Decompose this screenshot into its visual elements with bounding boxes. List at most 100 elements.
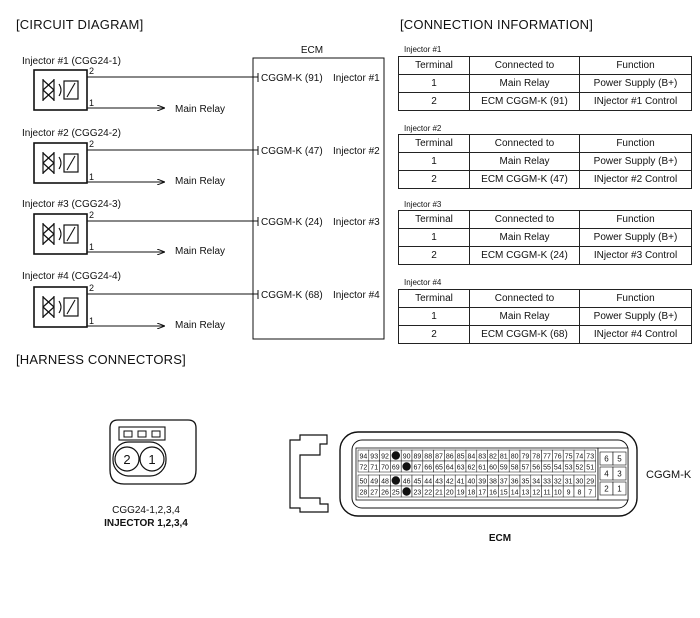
injector-1-ecm-pin: CGGM-K (91): [261, 73, 323, 84]
ecm-pin-label: 84: [468, 454, 476, 461]
ecm-side-pin-label: 3: [617, 470, 622, 479]
circuit-diagram-heading: [CIRCUIT DIAGRAM]: [16, 17, 144, 32]
ecm-pin-label: 25: [392, 490, 400, 497]
ecm-side-pin-label: 5: [617, 455, 622, 464]
ecm-pin-label: 52: [576, 465, 584, 472]
injector-1-label: Injector #1 (CGG24-1): [22, 56, 121, 67]
header-cell: Connected to: [469, 134, 580, 153]
table-header-row: Terminal Connected to Function: [398, 134, 692, 153]
ecm-pin-label: 12: [532, 490, 540, 497]
injector-4-pin-1: 1: [89, 316, 94, 326]
ecm-box: [252, 57, 385, 340]
ecm-pin-label: 78: [532, 454, 540, 461]
injector-2-ecm-pin: CGGM-K (47): [261, 146, 323, 157]
header-cell: Terminal: [398, 210, 470, 229]
table-header-row: Terminal Connected to Function: [398, 289, 692, 308]
connection-table-3: Terminal Connected to Function 1 Main Re…: [398, 210, 692, 265]
table-row: 2 ECM CGGM-K (24) INjector #3 Control: [398, 246, 692, 265]
ecm-pin-blank: [402, 462, 411, 471]
ecm-pin-label: 86: [446, 454, 454, 461]
connection-info-heading: [CONNECTION INFORMATION]: [400, 17, 594, 32]
ecm-pin-label: 62: [468, 465, 476, 472]
ecm-pin-label: 14: [511, 490, 519, 497]
ecm-pin-label: 60: [489, 465, 497, 472]
table-cell: 2: [398, 92, 470, 111]
table-row: 1 Main Relay Power Supply (B+): [398, 74, 692, 93]
header-cell: Function: [579, 289, 692, 308]
ecm-pin-label: 94: [360, 454, 368, 461]
ecm-pin-label: 7: [588, 490, 592, 497]
ecm-pin-label: 20: [446, 490, 454, 497]
header-cell: Connected to: [469, 289, 580, 308]
ecm-pin-label: 82: [489, 454, 497, 461]
injector-1-pin-1: 1: [89, 98, 94, 108]
ecm-pin-label: 41: [457, 479, 465, 486]
ecm-pin-label: 61: [478, 465, 486, 472]
header-cell: Function: [579, 56, 692, 75]
ecm-side-pin-label: 6: [604, 455, 609, 464]
table-row: 1 Main Relay Power Supply (B+): [398, 152, 692, 171]
ecm-connector-side-label: CGGM-K: [646, 469, 692, 481]
ecm-pin-label: 17: [478, 490, 486, 497]
table-4-caption: Injector #4: [404, 278, 442, 287]
ecm-box-label: ECM: [301, 45, 323, 56]
table-cell: Main Relay: [469, 228, 580, 247]
injector-3-main-relay: Main Relay: [175, 246, 225, 257]
ecm-pin-label: 92: [381, 454, 389, 461]
table-header-row: Terminal Connected to Function: [398, 210, 692, 229]
table-cell: 1: [398, 228, 470, 247]
ecm-pin-label: 9: [567, 490, 571, 497]
injector-2-label: Injector #2 (CGG24-2): [22, 128, 121, 139]
table-row: 2 ECM CGGM-K (47) INjector #2 Control: [398, 170, 692, 189]
ecm-pin-label: 73: [586, 454, 594, 461]
ecm-pin-label: 81: [500, 454, 508, 461]
ecm-side-pin-cell: [612, 466, 627, 481]
ecm-pin-label: 79: [522, 454, 530, 461]
table-cell: INjector #3 Control: [579, 246, 692, 265]
ecm-pin-label: 50: [360, 479, 368, 486]
table-cell: Power Supply (B+): [579, 74, 692, 93]
ecm-pin-label: 43: [435, 479, 443, 486]
ecm-pin-label: 11: [543, 490, 550, 497]
injector-4-label: Injector #4 (CGG24-4): [22, 271, 121, 282]
ecm-pin-blank: [402, 487, 411, 496]
injector-3-label: Injector #3 (CGG24-3): [22, 199, 121, 210]
header-cell: Connected to: [469, 56, 580, 75]
ecm-pin-label: 31: [565, 479, 573, 486]
injector-4-ecm-pin: CGGM-K (68): [261, 290, 323, 301]
ecm-pin-label: 29: [586, 479, 594, 486]
ecm-pin-label: 54: [554, 465, 562, 472]
ecm-pin-label: 74: [576, 454, 584, 461]
injector-connector-pin-1: 1: [148, 452, 155, 467]
ecm-pin-label: 27: [370, 490, 378, 497]
injector-3-pin-1: 1: [89, 242, 94, 252]
injector-3-pin-2: 2: [89, 210, 94, 220]
ecm-side-pin-cell: [612, 481, 627, 496]
ecm-pin-label: 58: [511, 465, 519, 472]
ecm-pin-label: 87: [435, 454, 443, 461]
injector-4-pin-2: 2: [89, 283, 94, 293]
table-cell: Main Relay: [469, 307, 580, 326]
header-cell: Terminal: [398, 289, 470, 308]
ecm-pin-label: 69: [392, 465, 400, 472]
table-row: 1 Main Relay Power Supply (B+): [398, 307, 692, 326]
ecm-pin-label: 66: [424, 465, 432, 472]
ecm-pin-label: 64: [446, 465, 454, 472]
ecm-pin-label: 88: [424, 454, 432, 461]
ecm-side-pin-cell: [612, 451, 627, 466]
ecm-pin-label: 13: [522, 490, 530, 497]
table-cell: ECM CGGM-K (68): [469, 325, 580, 344]
table-row: 2 ECM CGGM-K (91) INjector #1 Control: [398, 92, 692, 111]
ecm-pin-label: 40: [468, 479, 476, 486]
ecm-pin-label: 76: [554, 454, 562, 461]
ecm-pin-label: 36: [511, 479, 519, 486]
table-cell: INjector #1 Control: [579, 92, 692, 111]
ecm-pin-label: 10: [554, 490, 562, 497]
ecm-pin-label: 90: [403, 454, 411, 461]
ecm-pin-label: 49: [370, 479, 378, 486]
ecm-pin-label: 38: [489, 479, 497, 486]
ecm-pin-label: 59: [500, 465, 508, 472]
